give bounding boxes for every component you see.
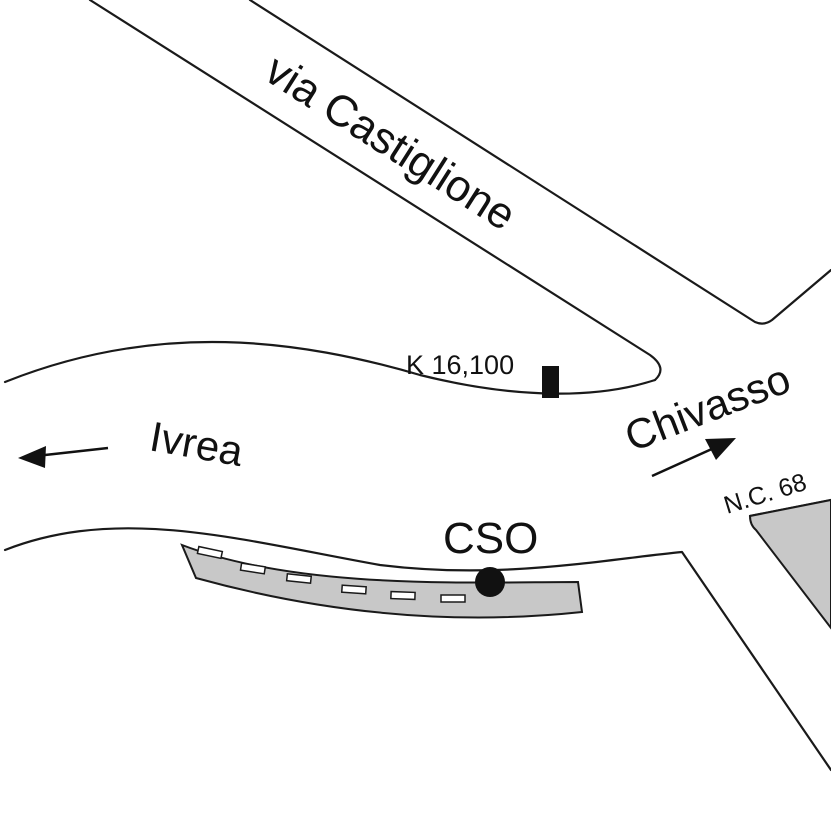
direction-label-chivasso: Chivasso (618, 355, 796, 461)
main-road-south-edge (3, 527, 831, 772)
street-label-via-castiglione: via Castiglione (257, 45, 525, 240)
main-road-north-edge (3, 340, 657, 395)
via-castiglione-road (88, 0, 831, 382)
platform-marking (440, 594, 466, 603)
nc68-building-area (748, 498, 831, 630)
via-castiglione-east-edge (248, 0, 831, 325)
kilometer-post-icon (542, 366, 559, 398)
platform-marking (196, 545, 224, 560)
side-road-nc68 (748, 498, 831, 630)
platform-marking (285, 572, 313, 585)
arrow-left-icon (18, 446, 109, 468)
direction-label-ivrea: Ivrea (146, 413, 247, 476)
via-castiglione-west-edge (88, 0, 662, 382)
site-label-cso: CSO (443, 514, 538, 563)
main-road (3, 340, 831, 772)
kilometer-label: K 16,100 (406, 350, 514, 380)
cso-platform-area (180, 543, 584, 619)
platform-markings (196, 545, 466, 603)
site-dot-icon (475, 567, 505, 597)
cso-platform (180, 543, 584, 619)
platform-marking (390, 590, 416, 601)
arrow-right-icon (651, 438, 736, 478)
platform-marking (340, 584, 367, 595)
platform-marking (239, 562, 267, 575)
